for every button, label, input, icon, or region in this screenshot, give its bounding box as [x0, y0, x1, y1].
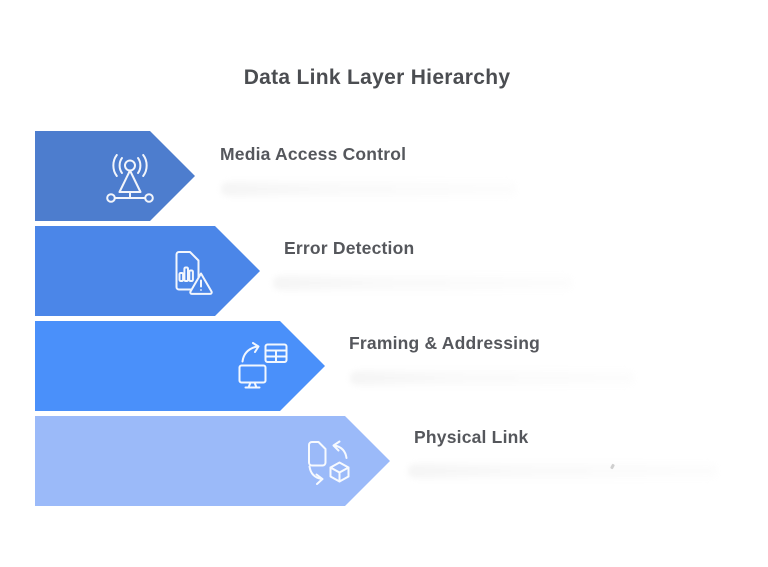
layer-label-framing-addressing: Framing & Addressing: [349, 333, 541, 353]
layer-arrow-physical-link: [35, 416, 390, 506]
page-title: Data Link Layer Hierarchy: [243, 66, 511, 90]
document-cube-sync-icon: [294, 429, 358, 493]
blurred-subtitle-placeholder: [273, 276, 573, 290]
blurred-subtitle-placeholder: [350, 371, 635, 385]
broadcast-antenna-icon: [98, 145, 162, 209]
layer-label-error-detection: Error Detection: [284, 238, 415, 258]
monitor-table-transfer-icon: [228, 332, 292, 396]
blurred-subtitle-placeholder: [408, 464, 718, 478]
document-chart-warning-icon: [155, 239, 219, 303]
layer-label-physical-link: Physical Link: [414, 427, 529, 447]
blurred-subtitle-placeholder: [221, 182, 517, 196]
layer-label-media-access-control: Media Access Control: [220, 144, 407, 164]
layer-arrow-framing-addressing: [35, 321, 325, 411]
layer-arrow-error-detection: [35, 226, 260, 316]
